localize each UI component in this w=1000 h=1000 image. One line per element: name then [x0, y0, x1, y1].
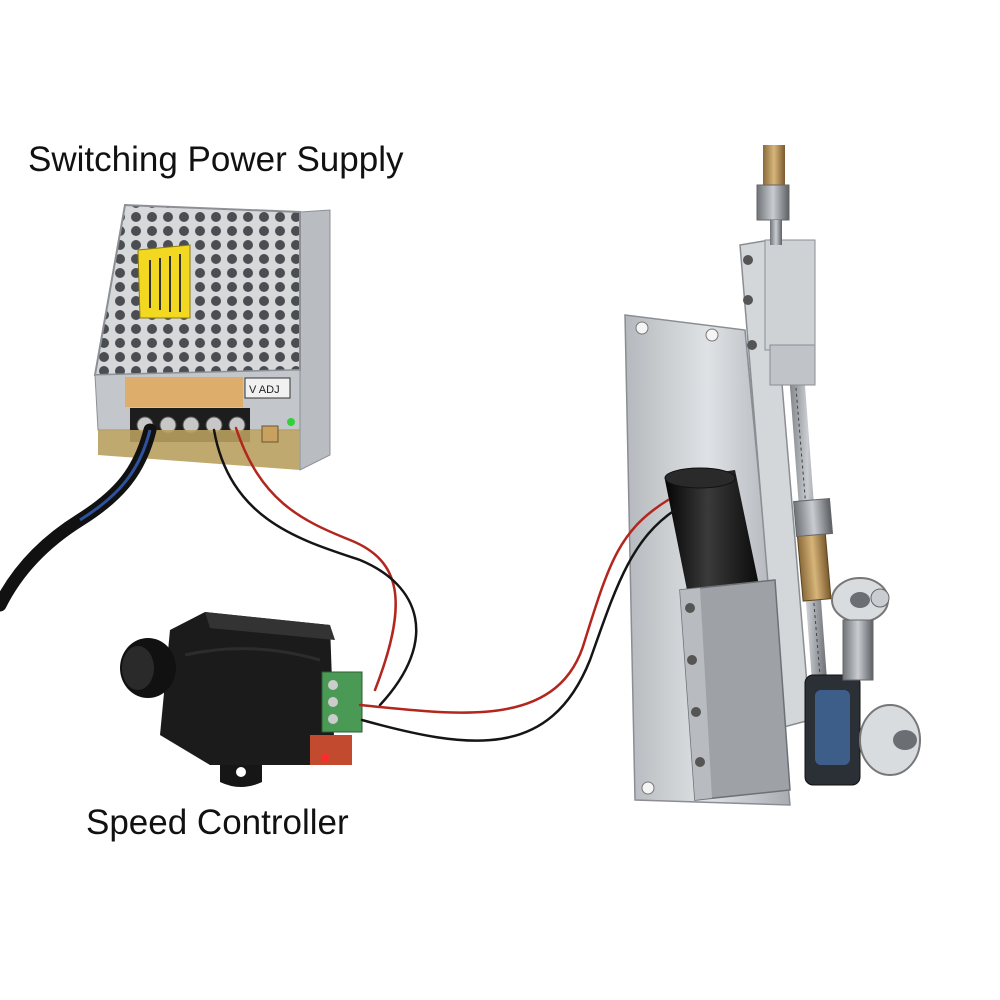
linear-actuator: [624, 145, 921, 806]
speed-controller-label: Speed Controller: [86, 803, 349, 842]
speed-controller: [120, 612, 363, 787]
power-supply-label: Switching Power Supply: [28, 140, 404, 179]
led-icon: [287, 418, 295, 426]
warning-sticker: [137, 244, 191, 319]
power-supply: V ADJ: [93, 203, 331, 471]
wiring: [212, 426, 677, 742]
v-adj-text: V ADJ: [249, 384, 280, 396]
